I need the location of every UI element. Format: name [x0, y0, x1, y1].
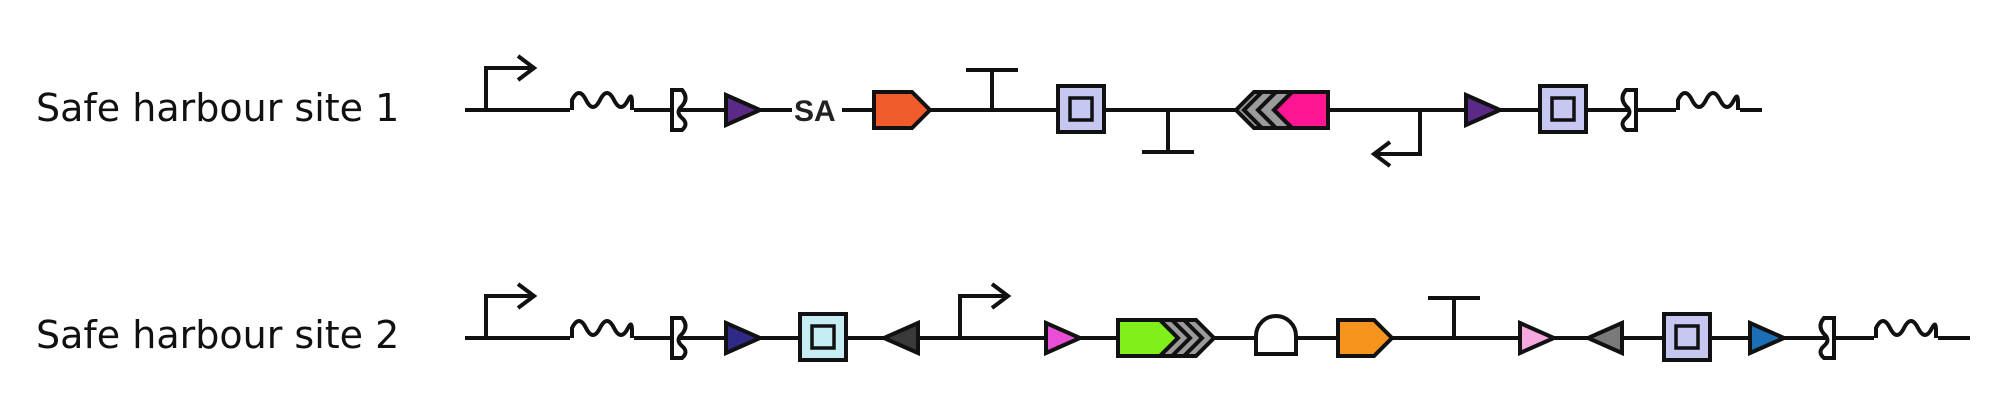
polya-signal-icon: [1874, 319, 1938, 340]
row-label-site-1: Safe harbour site 1: [36, 86, 400, 130]
row-2: [465, 282, 1970, 362]
recombination-site-icon: [1464, 91, 1505, 129]
terminator-forward-icon: [1428, 296, 1480, 338]
insulator-right-icon: [1818, 316, 1836, 360]
promoter-reverse-icon: [1370, 110, 1422, 168]
ribosome-binding-site-icon: [1254, 314, 1298, 356]
protein-stability-element-icon: [1056, 84, 1106, 134]
recombination-site-icon: [1518, 319, 1559, 357]
recombination-site-icon: [1748, 319, 1789, 357]
row-label-site-2: Safe harbour site 2: [36, 313, 400, 357]
recombination-site-reverse-icon: [1583, 319, 1624, 357]
recombination-site-icon: [724, 91, 765, 129]
row-1: SA: [465, 54, 1762, 168]
polya-signal-icon: [570, 319, 634, 340]
promoter-forward-icon: [484, 282, 538, 338]
cds-icon: [872, 90, 933, 130]
insulator-left-icon: [670, 88, 688, 132]
promoter-forward-icon: [484, 54, 538, 110]
polya-signal-icon: [570, 91, 634, 112]
protein-stability-element-icon: [798, 312, 848, 362]
recombination-site-reverse-icon: [879, 319, 920, 357]
cds-icon: [1336, 318, 1395, 358]
protein-stability-element-icon: [1538, 84, 1588, 134]
promoter-forward-icon: [958, 282, 1012, 338]
protein-stability-element-icon: [1662, 312, 1712, 362]
insulator-left-icon: [670, 316, 688, 360]
cds-reverse-with-tag-icon: [1233, 90, 1330, 130]
terminator-forward-icon: [966, 68, 1018, 110]
terminator-reverse-icon: [1142, 110, 1194, 154]
cds-with-tag-icon: [1116, 318, 1217, 358]
insulator-right-icon: [1620, 88, 1638, 132]
recombination-site-icon: [1044, 319, 1085, 357]
recombination-site-icon: [724, 319, 765, 357]
splice-acceptor-label: SA: [794, 95, 836, 128]
polya-signal-icon: [1676, 91, 1740, 112]
